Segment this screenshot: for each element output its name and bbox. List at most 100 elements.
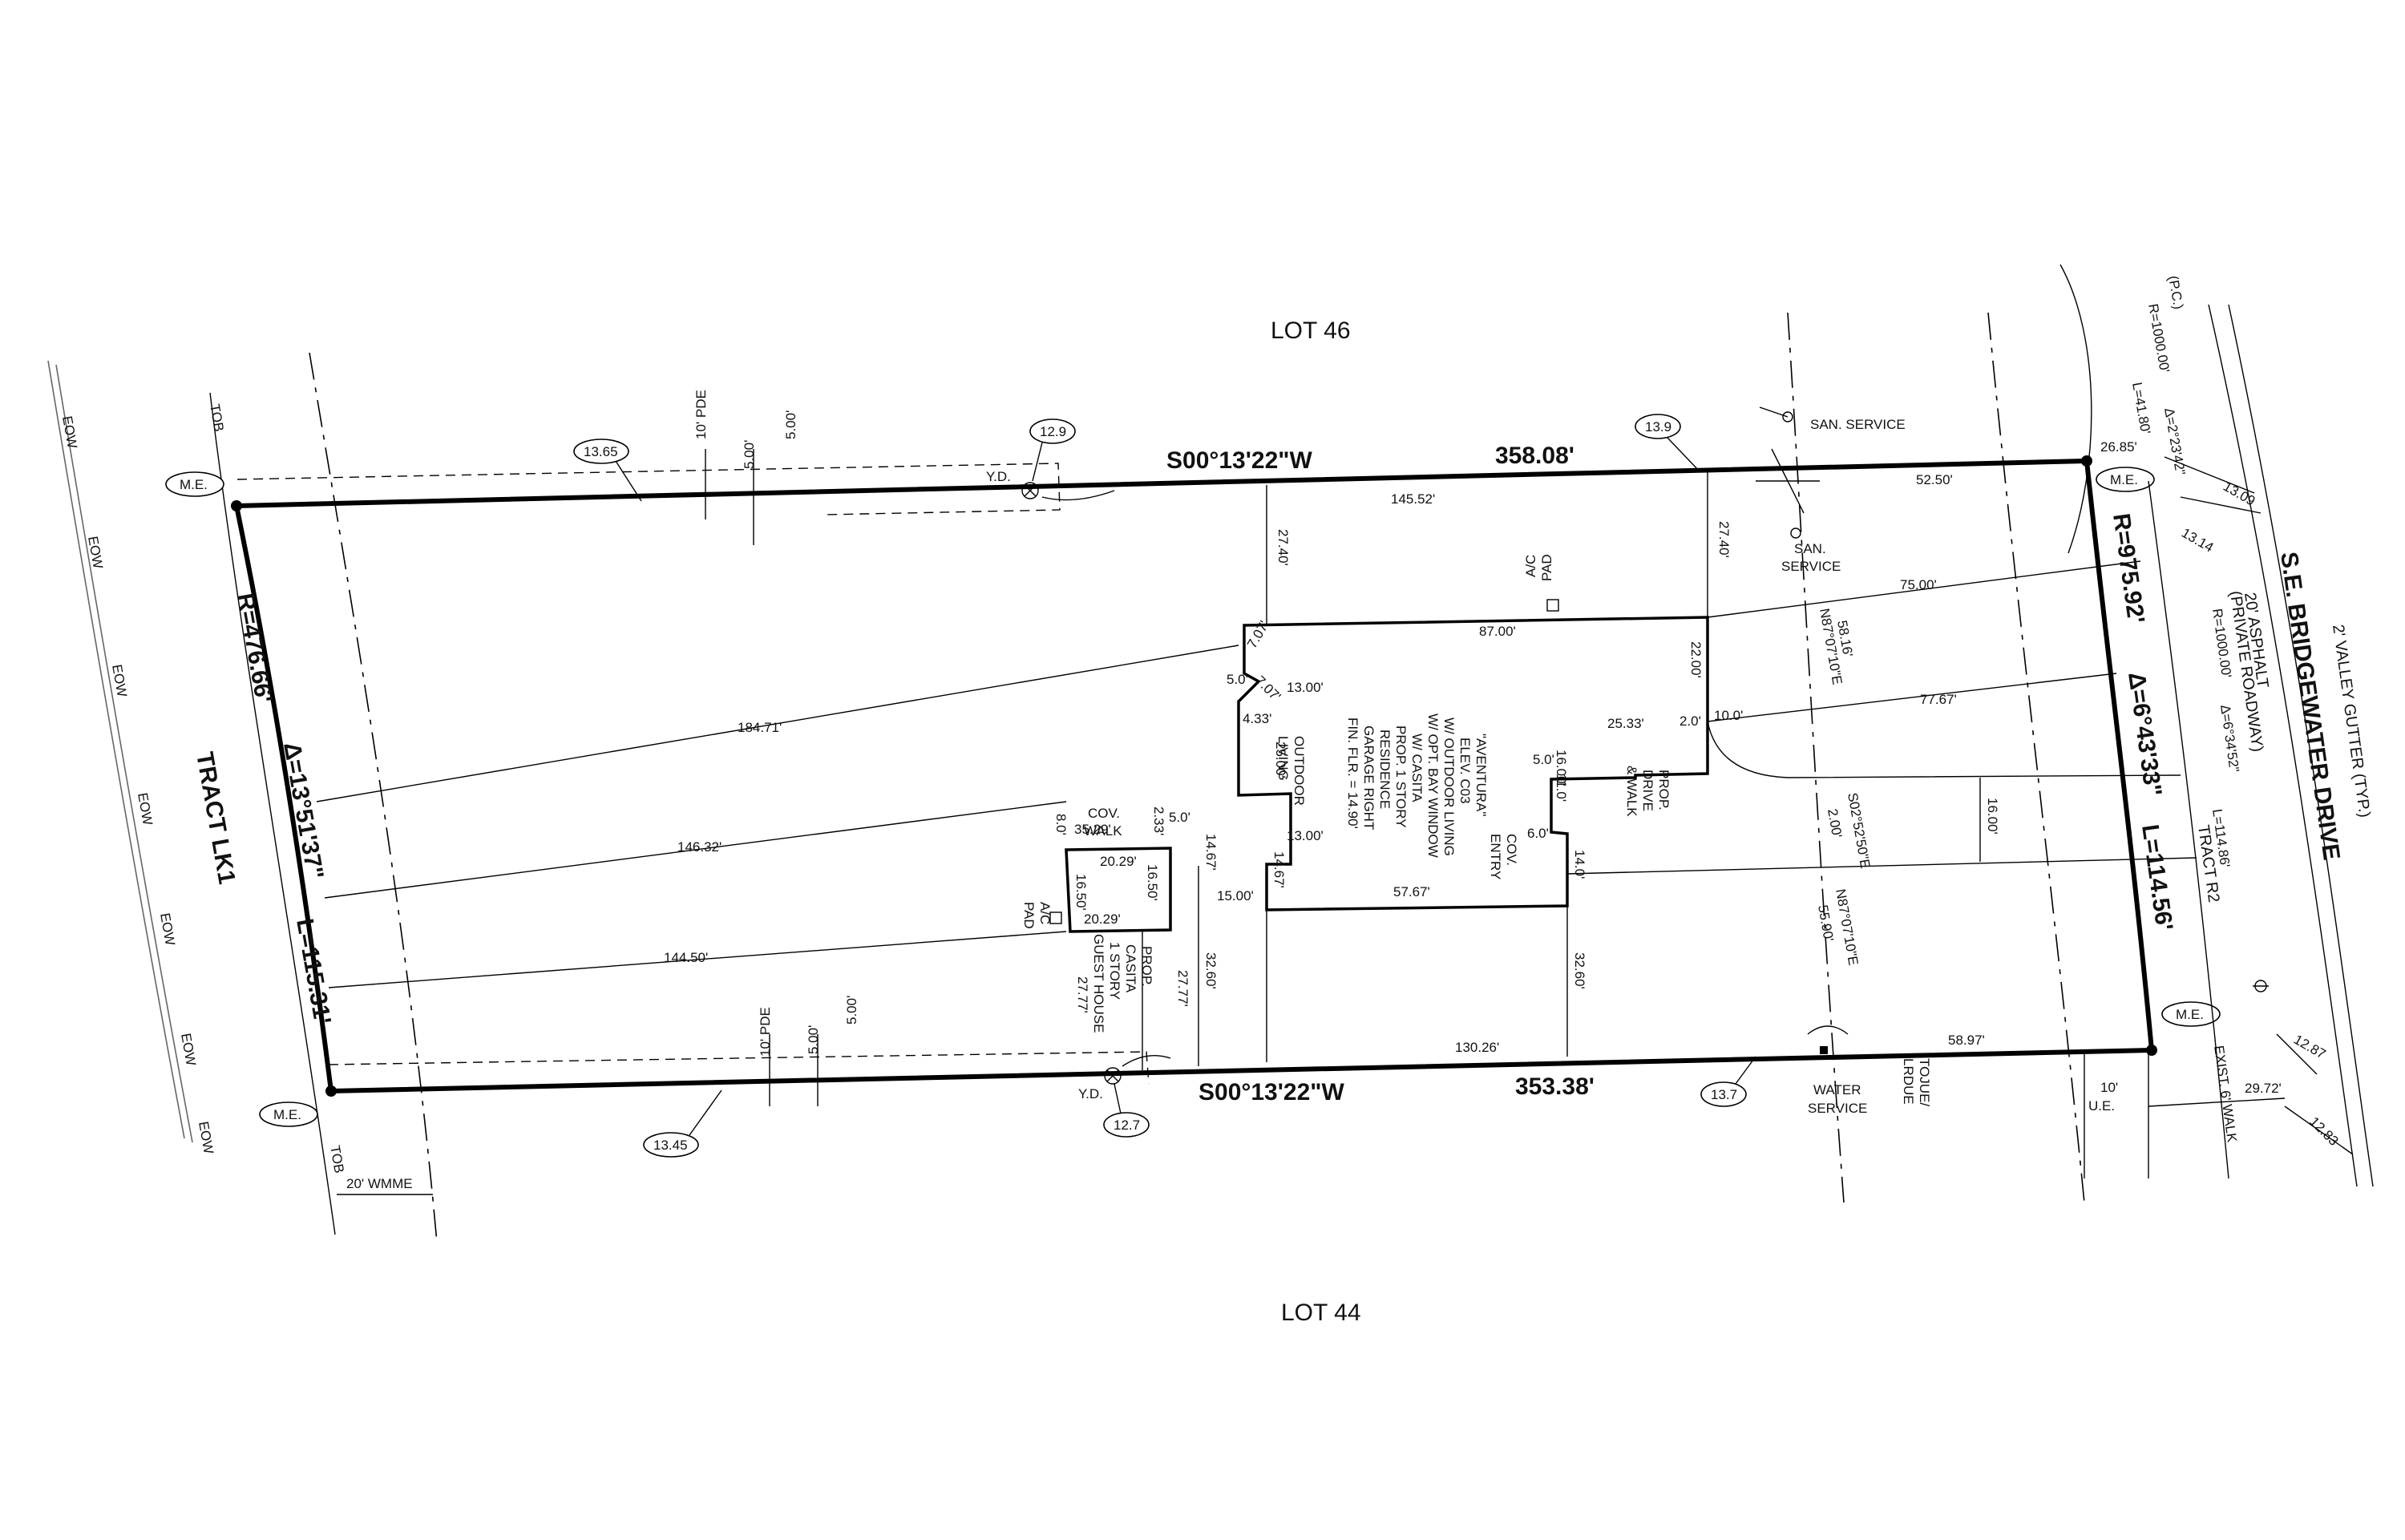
yd-label: Y.D. [986,469,1011,484]
major-labels: LOT 46 LOT 44 TRACT LK1 S.E. BRIDGEWATER… [191,274,2374,1326]
cov-walk-label: WALK [1084,823,1122,839]
san-service-label: SERVICE [1781,559,1841,574]
eow-label: EOW [157,911,178,946]
tob-label: TOB [327,1144,347,1174]
eow-label: EOW [178,1032,199,1066]
guest-house [1049,847,1172,933]
lrdue-label: LRDUE [1901,1058,1916,1105]
dimension: 146.32' [677,839,722,855]
tract-lk1-label: TRACT LK1 [191,750,240,886]
yard-drains: Y.D. Y.D. [986,469,1171,1101]
dimension: 35.29' [1074,822,1111,837]
dimension: 15.00' [1217,888,1254,903]
driveway [1566,721,2197,875]
dimension: 2.0' [1679,713,1701,729]
top-bearing: S00°13'22"W [1166,447,1312,474]
east-radius: R=975.92' [2108,511,2149,624]
me-label: M.E. [2176,1007,2204,1022]
services: SAN. SERVICE SAN. SERVICE WATER SERVICE [1756,406,1906,1116]
elevation-value: 13.09 [2221,479,2257,509]
pc-curve-delta: Δ=2°23'42" [2161,406,2188,476]
residence-note-line: RESIDENCE [1377,730,1392,809]
lot-44-label: LOT 44 [1281,1300,1361,1326]
cov-entry-label: COV. [1504,834,1519,866]
pde-label: 10' PDE [758,1007,773,1057]
dimension: 25.00' [1273,742,1288,778]
san-service-label: SAN. SERVICE [1810,417,1906,432]
eow-label: EOW [85,535,106,569]
west-radius: R=476.66' [232,591,277,705]
top-distance: 358.08' [1495,443,1574,469]
monuments: M.E. M.E. M.E. M.E. [165,455,2221,1127]
east-length: L=114.56' [2136,823,2177,932]
bottom-bearing: S00°13'22"W [1198,1079,1344,1105]
dimension: 130.26' [1455,1040,1499,1055]
dimension: 7.07' [1252,673,1283,704]
guest-house-note-line: 1 STORY [1107,942,1122,1000]
elevation-value: 12.7 [1114,1118,1140,1133]
ac-pad-label: A/C [1523,555,1538,577]
residence-note-line: W/ CASITA [1409,734,1425,802]
dimension: 5.0' [1533,752,1554,767]
water-service-label: WATER [1813,1082,1861,1097]
dimension: 32.60' [1572,952,1587,989]
dimension: 52.50' [1916,472,1953,487]
property-boundary [233,458,2155,1094]
dimension: 29.72' [2245,1081,2282,1096]
n87-bottom-bearing: N87°07'10"E [1833,887,1861,966]
dimension: 16.00' [1554,750,1569,786]
elevation-value: 13.14 [2179,525,2216,556]
elevation-value: 13.65 [584,444,618,459]
pc-label: (P.C.) [2165,274,2186,310]
eow-label: EOW [135,791,156,826]
guest-house-note-line: PROP. [1139,946,1154,987]
dimension: 2.33' [1151,806,1166,835]
elevation-value: 13.7 [1711,1087,1737,1102]
dimension: 4.33' [1243,711,1271,726]
dimension: 27.77' [1075,976,1090,1013]
dimension: 5.0' [1169,810,1190,825]
elevation-value: 12.83 [2306,1114,2342,1149]
dimension: 87.00' [1479,624,1516,639]
cov-entry-label: ENTRY [1488,834,1503,879]
ac-pad-label: PAD [1021,902,1037,929]
pc-curve-length: L=41.80' [2129,381,2153,435]
dimension: 32.60' [1203,952,1219,989]
pde-dimension: 5.00' [806,1025,821,1054]
east-delta: Δ=6°43'33" [2123,670,2166,798]
ac-pads: A/C PAD A/C PAD [1021,554,1559,929]
dimension: 8.0' [1053,814,1069,835]
water-service-label: SERVICE [1808,1101,1867,1116]
me-label: M.E. [273,1107,301,1122]
residence-note-line: W/ OUTDOOR LIVING [1441,717,1457,856]
dimension: 75.00' [1900,577,1937,592]
lot-46-label: LOT 46 [1271,317,1351,344]
dimension: 11.0' [1554,774,1569,802]
n87-bottom-distance: 55.90' [1815,903,1837,942]
dimension: 145.52' [1391,491,1435,507]
dimension: 10.0' [1714,708,1743,723]
dimension: 16.50' [1073,874,1089,911]
san-service-label: SAN. [1794,541,1826,556]
building-labels: OUTDOOR LIVING COV. WALK COV. ENTRY PROP… [1084,713,1671,1033]
dimension-values: 145.52' 52.50' 26.85' 27.40' 27.40' 87.0… [664,439,2282,1096]
outdoor-living-label: OUTDOOR [1291,736,1307,806]
dimension: 14.0' [1572,850,1587,879]
west-delta: Δ=13°51'37" [278,740,328,881]
dimension: 16.50' [1145,864,1160,901]
dimension: 5.0' [1227,672,1248,687]
dimension: 16.00' [1985,798,2000,835]
prop-drive-label: & WALK [1624,766,1639,817]
pde-dimension: 5.00' [742,440,757,469]
me-label: M.E. [180,477,208,492]
utility-lines [1787,264,2374,1203]
exist-walk-label: EXIST. 6' WALK [2211,1045,2240,1144]
dimension: 25.33' [1607,716,1644,731]
dimension: 6.0' [1527,826,1549,841]
road-curve-delta: Δ=6°34'52" [2217,704,2242,773]
ac-pad-label: PAD [1539,554,1554,581]
wmme-easement: 20' WMME [309,352,438,1243]
residence-note-line: PROP. 1 STORY [1393,726,1409,828]
pde-dimension: 5.00' [783,410,798,439]
